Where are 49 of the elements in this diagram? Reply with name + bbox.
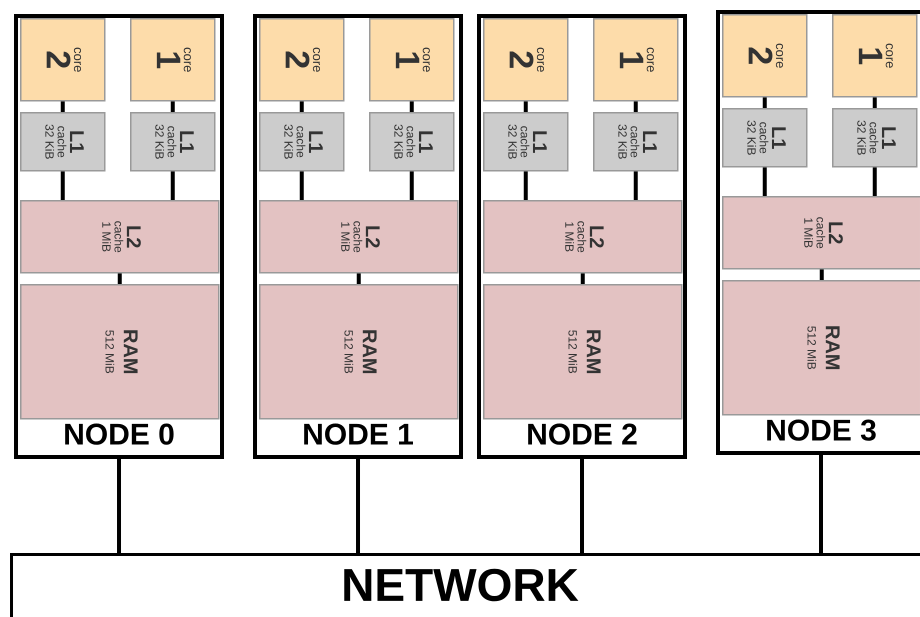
- memory-box: RAM 512 MiB: [259, 284, 458, 420]
- cache-box: L1 cache 32 KiB: [483, 112, 568, 172]
- core-box: core 2: [722, 14, 808, 98]
- connector-line: [580, 274, 585, 284]
- connector-line: [762, 168, 767, 196]
- cache-box: L2 cache 1 MiB: [722, 196, 920, 270]
- cache-box: L2 cache 1 MiB: [483, 200, 682, 274]
- connector-line: [170, 102, 175, 112]
- core-box: core 1: [832, 14, 918, 98]
- connector-line: [170, 172, 175, 200]
- core-box: core 1: [593, 18, 678, 102]
- connector-line: [872, 168, 877, 196]
- core-box: core 2: [259, 18, 344, 102]
- connector-line: [819, 455, 823, 553]
- connector-line: [524, 102, 528, 112]
- connector-line: [300, 102, 304, 112]
- core-box: core 1: [369, 18, 454, 102]
- connector-line: [60, 102, 65, 112]
- connector-line: [872, 98, 877, 108]
- cache-box: L1 cache 32 KiB: [20, 112, 106, 172]
- core-box: core 1: [130, 18, 216, 102]
- cache-box: L2 cache 1 MiB: [259, 200, 458, 274]
- memory-box: RAM 512 MiB: [20, 284, 220, 420]
- cache-box: L1 cache 32 KiB: [722, 108, 808, 168]
- connector-line: [410, 172, 414, 200]
- connector-line: [634, 102, 638, 112]
- connector-line: [60, 172, 65, 200]
- cache-box: L1 cache 32 KiB: [369, 112, 454, 172]
- connector-line: [580, 459, 584, 553]
- connector-line: [118, 274, 122, 284]
- connector-line: [820, 270, 824, 280]
- cache-box: L1 cache 32 KiB: [130, 112, 216, 172]
- connector-line: [300, 172, 304, 200]
- cache-box: L1 cache 32 KiB: [259, 112, 344, 172]
- connector-line: [524, 172, 528, 200]
- connector-line: [634, 172, 638, 200]
- network-box: NETWORK: [10, 553, 920, 617]
- core-box: core 2: [483, 18, 568, 102]
- connector-line: [356, 274, 361, 284]
- connector-line: [410, 102, 414, 112]
- connector-line: [356, 459, 360, 553]
- connector-line: [117, 459, 121, 553]
- cache-box: L1 cache 32 KiB: [832, 108, 918, 168]
- cache-box: L1 cache 32 KiB: [593, 112, 678, 172]
- cache-box: L2 cache 1 MiB: [20, 200, 220, 274]
- core-box: core 2: [20, 18, 106, 102]
- memory-box: RAM 512 MiB: [722, 280, 920, 416]
- memory-box: RAM 512 MiB: [483, 284, 682, 420]
- connector-line: [762, 98, 767, 108]
